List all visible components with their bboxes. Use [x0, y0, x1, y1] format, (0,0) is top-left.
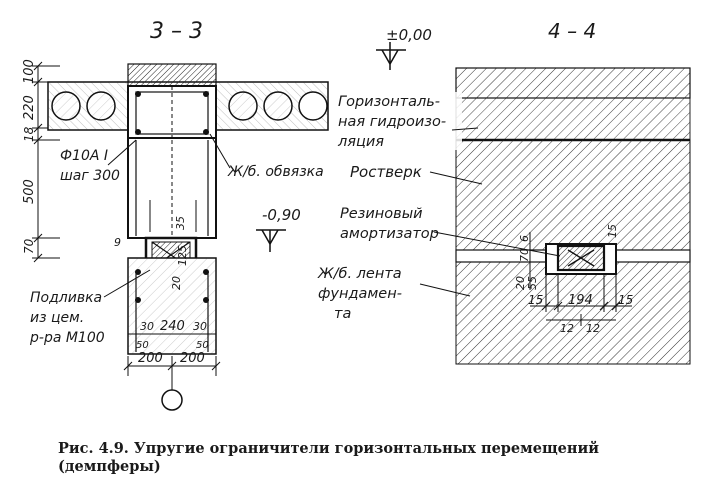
rebar-label-2: шаг 300	[60, 168, 120, 184]
strip-label-3: та	[334, 306, 351, 322]
dim-500: 500	[22, 179, 37, 204]
dim-12-right: 12	[586, 322, 600, 335]
strip-label-1: Ж/б. лента	[317, 266, 402, 282]
tie-beam-leader	[209, 133, 231, 169]
rebar-leader	[107, 139, 137, 166]
dim-15-top: 15	[606, 224, 619, 238]
grout-label-3: р-ра М100	[29, 330, 105, 346]
dim-15-right: 15	[618, 293, 633, 307]
waterproof-label-bg	[336, 92, 462, 150]
waterproof-label-1: Горизонталь-	[338, 94, 440, 110]
section-3-3-title: 3 – 3	[150, 19, 203, 44]
section-3-3: 3 – 3 100 220 18 500 70	[22, 19, 329, 411]
damper-box-right	[545, 243, 617, 275]
dim-240: 240	[160, 319, 185, 334]
dim-50-right: 50	[196, 340, 209, 351]
damper-drawing: 3 – 3 100 220 18 500 70	[22, 19, 691, 411]
dim-55: 55	[526, 276, 539, 290]
dim-220: 220	[22, 95, 37, 120]
level-mark-000	[376, 42, 406, 70]
dim-15-left: 15	[528, 293, 543, 307]
grillage	[455, 139, 691, 251]
dim-125: 125	[176, 245, 189, 266]
dim-20: 20	[170, 276, 183, 290]
foundation-strip	[455, 261, 691, 365]
tie-beam-label: Ж/б. обвязка	[227, 164, 324, 180]
dim-18: 18	[22, 126, 36, 142]
dim-70-right: 70	[518, 248, 531, 262]
dim-20-right: 20	[514, 276, 527, 290]
dim-35: 35	[174, 216, 187, 230]
waterproof-layer	[455, 97, 691, 141]
tie-beam	[127, 85, 217, 139]
rebar-label-1: Ф10А I	[60, 148, 108, 164]
slab-top	[455, 67, 691, 99]
dim-194: 194	[568, 293, 593, 308]
section-4-4-title: 4 – 4	[548, 19, 596, 43]
hollow-core-slab	[47, 81, 329, 131]
grout-label-2: из цем.	[30, 310, 84, 326]
strip-label-bg	[316, 262, 446, 326]
strip-label-2: фундамен-	[318, 286, 402, 302]
waterproof-label-3: ляция	[337, 134, 384, 150]
level-mark-090-text: -0,90	[262, 206, 301, 224]
strip-leader	[419, 283, 471, 297]
dim-200-left: 200	[138, 351, 163, 366]
level-mark-090	[256, 229, 286, 252]
dim-30-right: 30	[193, 320, 207, 333]
dim-70: 70	[22, 238, 36, 254]
waterproof-label-2: ная гидроизо-	[338, 114, 446, 130]
dim-9: 9	[114, 236, 121, 249]
dim-12-left: 12	[560, 322, 574, 335]
dim-50-left: 50	[136, 340, 149, 351]
grout-label-1: Подливка	[30, 290, 102, 306]
grillage-label-bg	[346, 160, 442, 182]
axis-marker	[161, 389, 183, 411]
section-4-4: 4 – 4 ±0,00	[316, 19, 691, 365]
wall-column	[127, 137, 217, 239]
dim-200-right: 200	[180, 351, 205, 366]
damper-label-bg	[336, 202, 446, 244]
vertical-dimension-chain	[32, 61, 60, 263]
grout-leader	[103, 269, 151, 298]
damper-label-1: Резиновый	[340, 206, 423, 222]
dim-6: 6	[518, 235, 531, 242]
grillage-leader	[429, 171, 483, 185]
damper-dimensions	[529, 232, 632, 326]
damper-label-2: амортизатор	[340, 226, 439, 242]
figure-caption: Рис. 4.9. Упругие ограничители горизонта…	[58, 440, 600, 475]
damper-leader	[433, 231, 561, 257]
level-mark-000-text: ±0,00	[386, 26, 432, 44]
grillage-label: Ростверк	[350, 163, 422, 181]
waterproof-leader	[451, 127, 479, 131]
dim-30-left: 30	[140, 320, 154, 333]
dim-100: 100	[22, 59, 37, 84]
bottom-dimensions	[123, 333, 221, 392]
top-screed	[127, 63, 217, 87]
